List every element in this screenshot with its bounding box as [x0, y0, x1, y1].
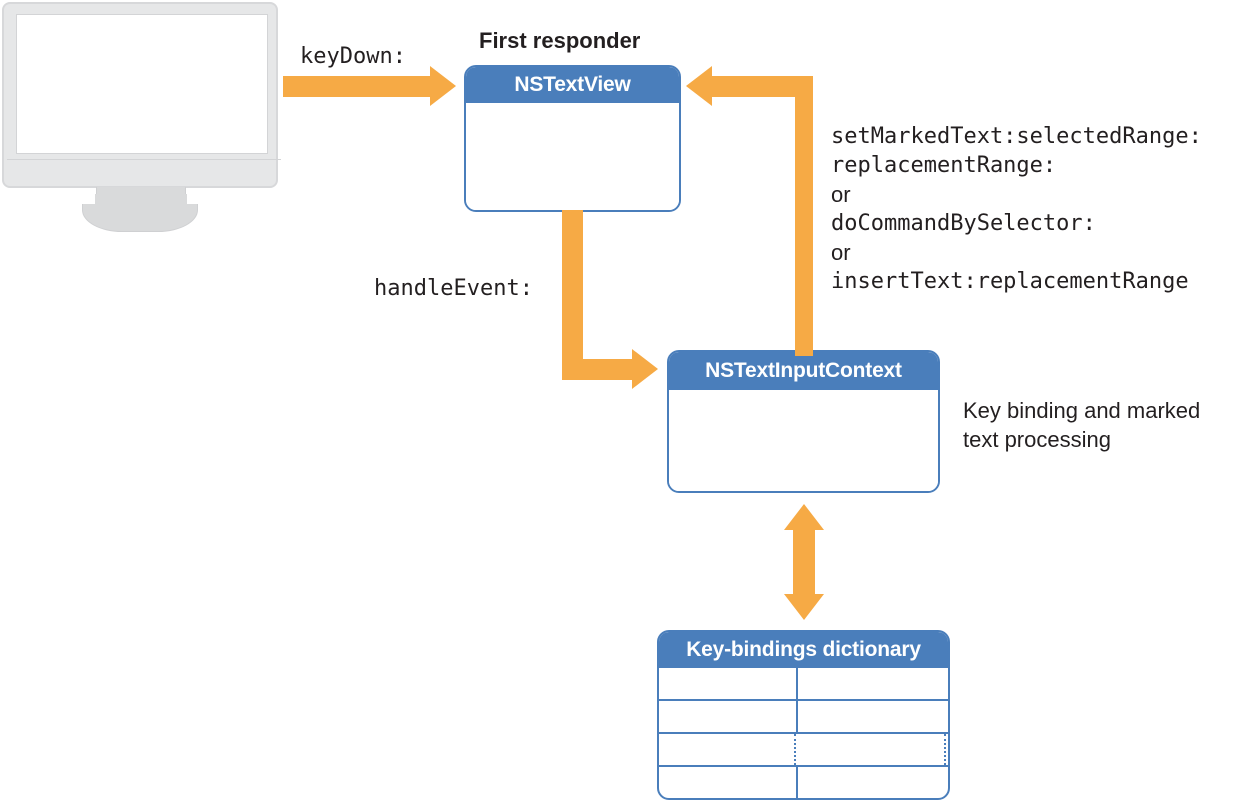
table-cell-key [659, 701, 798, 732]
key-binding-note: Key binding and marked text processing [963, 398, 1201, 452]
node-nstextview-body [466, 103, 679, 210]
monitor-stand-foot [82, 194, 198, 232]
table-row[interactable] [659, 699, 948, 732]
callback-item-2: or [831, 182, 851, 207]
table-row[interactable] [659, 668, 948, 699]
table-cell-key [659, 767, 798, 798]
node-nstextinputcontext[interactable]: NSTextInputContext [667, 350, 940, 493]
table-cell-value [798, 668, 948, 699]
arrow-elbow-down-right-icon-head [632, 349, 658, 389]
callback-item-0: setMarkedText:selectedRange: [831, 124, 1202, 149]
node-nstextinputcontext-title: NSTextInputContext [669, 352, 938, 390]
node-key-bindings-dictionary-title: Key-bindings dictionary [659, 632, 948, 668]
keydown-label: keyDown: [300, 44, 406, 69]
arrow-elbow-down-right-icon-vertical-shaft [562, 210, 583, 370]
callback-item-4: or [831, 240, 851, 265]
arrow-elbow-up-left-icon-vertical-shaft [795, 76, 813, 356]
monitor-screen [16, 14, 268, 154]
node-nstextview-title: NSTextView [466, 67, 679, 103]
imac-display-icon [0, 2, 282, 232]
callback-item-5: insertText:replacementRange [831, 269, 1189, 294]
table-cell-key [659, 668, 798, 699]
callback-selector-list: setMarkedText:selectedRange: replacement… [831, 122, 1202, 296]
table-row-ellipsis [659, 732, 948, 765]
node-key-bindings-dictionary[interactable]: Key-bindings dictionary [657, 630, 950, 800]
arrow-right-icon-keydown-shaft [283, 76, 430, 97]
handle-event-label: handleEvent: [374, 276, 533, 301]
monitor-bezel [2, 2, 281, 188]
arrow-double-vertical-icon-head-down [784, 594, 824, 620]
table-cell-value [798, 701, 948, 732]
table-row[interactable] [659, 765, 948, 798]
arrow-double-vertical-icon-shaft [793, 528, 815, 596]
monitor-chin-divider [7, 159, 281, 160]
arrow-right-icon-keydown-head [430, 66, 456, 106]
arrow-elbow-down-right-icon-horizontal-shaft [562, 359, 632, 380]
callback-item-3: doCommandBySelector: [831, 211, 1096, 236]
table-cell-value [798, 767, 948, 798]
node-nstextview[interactable]: NSTextView [464, 65, 681, 212]
dictionary-table-body [659, 668, 948, 798]
apple-logo-icon [135, 169, 151, 187]
first-responder-label: First responder [479, 28, 641, 53]
arrow-double-vertical-icon-head-up [784, 504, 824, 530]
arrow-elbow-up-left-icon-horizontal-shaft [712, 76, 804, 97]
node-nstextinputcontext-body [669, 390, 938, 491]
callback-item-1: replacementRange: [831, 153, 1057, 178]
table-cell-value [796, 734, 946, 765]
arrow-elbow-up-left-icon-head [686, 66, 712, 106]
table-cell-key [659, 734, 796, 765]
